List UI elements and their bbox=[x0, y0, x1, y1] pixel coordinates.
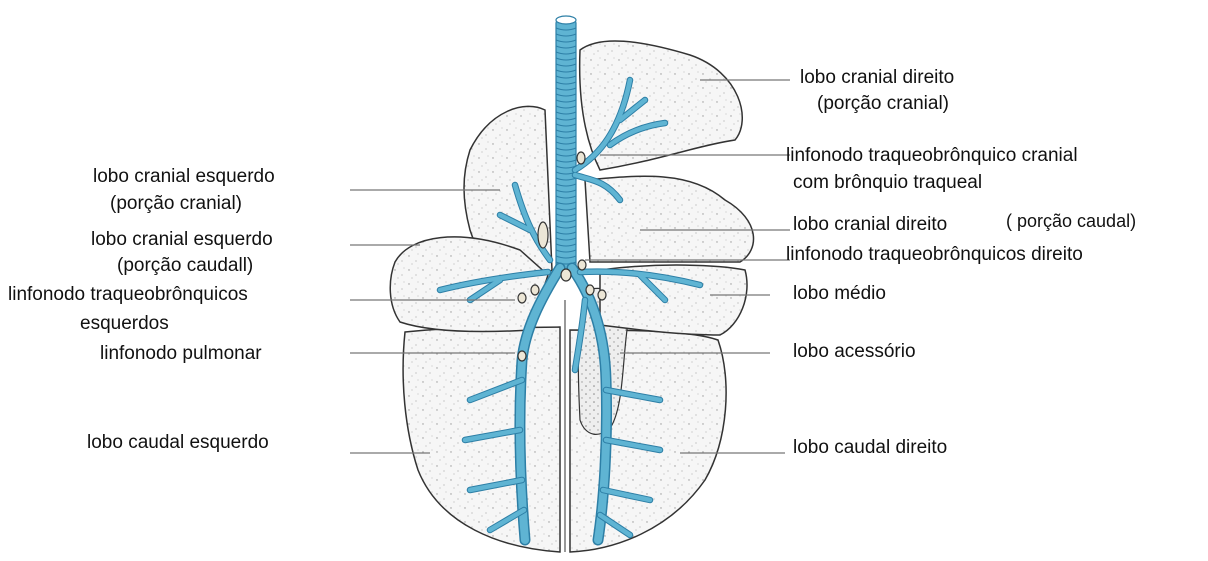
label-right-cranial-cranial-2: (porção cranial) bbox=[817, 93, 949, 115]
node-tracheal bbox=[577, 152, 585, 164]
node-right-tb-3 bbox=[598, 290, 606, 300]
label-middle-lobe: lobo médio bbox=[793, 283, 886, 305]
label-tracheal-node-1: linfonodo traqueobrônquico cranial bbox=[786, 145, 1078, 167]
label-left-cranial-caudal-1: lobo cranial esquerdo bbox=[91, 229, 273, 251]
label-left-caudal: lobo caudal esquerdo bbox=[87, 432, 269, 454]
label-right-caudal: lobo caudal direito bbox=[793, 437, 947, 459]
label-right-cranial-caudal-a: lobo cranial direito bbox=[793, 214, 947, 236]
label-left-tb-nodes-1: linfonodo traqueobrônquicos bbox=[8, 284, 248, 306]
label-left-cranial-caudal-2: (porção caudall) bbox=[117, 255, 253, 277]
label-left-cranial-cranial-2: (porção cranial) bbox=[110, 193, 242, 215]
label-tracheal-node-2: com brônquio traqueal bbox=[793, 172, 982, 194]
label-right-tb-nodes: linfonodo traqueobrônquicos direito bbox=[786, 244, 1192, 266]
trachea bbox=[556, 16, 576, 270]
label-right-cranial-caudal-b: ( porção caudal) bbox=[1006, 210, 1136, 232]
label-left-cranial-cranial-1: lobo cranial esquerdo bbox=[93, 166, 275, 188]
label-accessory-lobe: lobo acessório bbox=[793, 341, 916, 363]
label-right-cranial-cranial-1: lobo cranial direito bbox=[800, 67, 954, 89]
node-bifurcation bbox=[561, 269, 571, 281]
right-cranial-lobe-cranial bbox=[580, 41, 743, 170]
node-pulmonary bbox=[518, 351, 526, 361]
label-pulmonary-node: linfonodo pulmonar bbox=[100, 343, 262, 365]
label-left-tb-nodes-2: esquerdos bbox=[80, 313, 169, 335]
node-right-tb-2 bbox=[586, 285, 594, 295]
node-right-tb-1 bbox=[578, 260, 586, 270]
node-left-cranial bbox=[538, 222, 548, 248]
node-left-tb-2 bbox=[518, 293, 526, 303]
node-left-tb-1 bbox=[531, 285, 539, 295]
